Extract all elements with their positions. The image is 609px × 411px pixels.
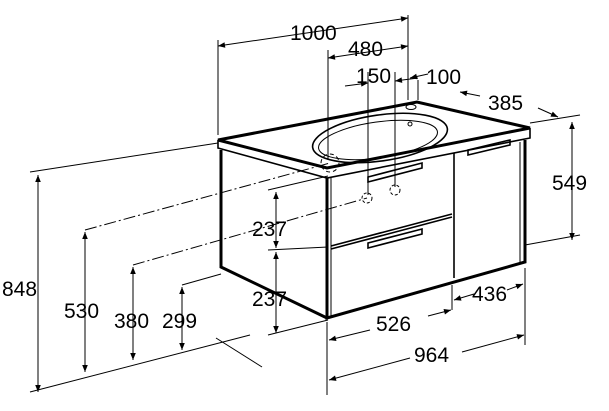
cabinet (217, 100, 531, 320)
dimension-lines (35, 16, 575, 392)
dim-1000: 1000 (290, 22, 337, 45)
basin-inner (318, 119, 438, 161)
dim-436: 436 (472, 283, 507, 306)
dim-150: 150 (356, 65, 391, 88)
drain-symbol-2 (361, 192, 373, 204)
dim-237-upper: 237 (252, 218, 287, 241)
dim-385: 385 (488, 92, 523, 115)
centre-lines (84, 162, 368, 286)
dim-549: 549 (552, 172, 587, 195)
dimension-labels: 1000 480 150 100 385 549 237 237 848 530… (2, 22, 587, 367)
dim-526: 526 (376, 313, 411, 336)
cabinet-side (219, 150, 328, 320)
overflow-hole (407, 121, 413, 127)
basin (311, 112, 449, 164)
dim-299: 299 (162, 310, 197, 333)
dim-380: 380 (114, 310, 149, 333)
dim-480: 480 (348, 38, 383, 61)
dim-964: 964 (414, 344, 449, 367)
dim-530: 530 (64, 300, 99, 323)
drain-symbol-1 (320, 153, 340, 173)
tap-hole (405, 104, 417, 110)
dim-100: 100 (426, 66, 461, 89)
countertop-top (217, 100, 531, 170)
dim-848: 848 (2, 278, 37, 301)
handle-lower-drawer (367, 227, 423, 250)
cabinet-front (325, 140, 527, 320)
drawer-divider (330, 213, 453, 250)
extension-lines (29, 15, 581, 395)
dim-237-lower: 237 (252, 288, 287, 311)
handle-door (467, 138, 511, 157)
